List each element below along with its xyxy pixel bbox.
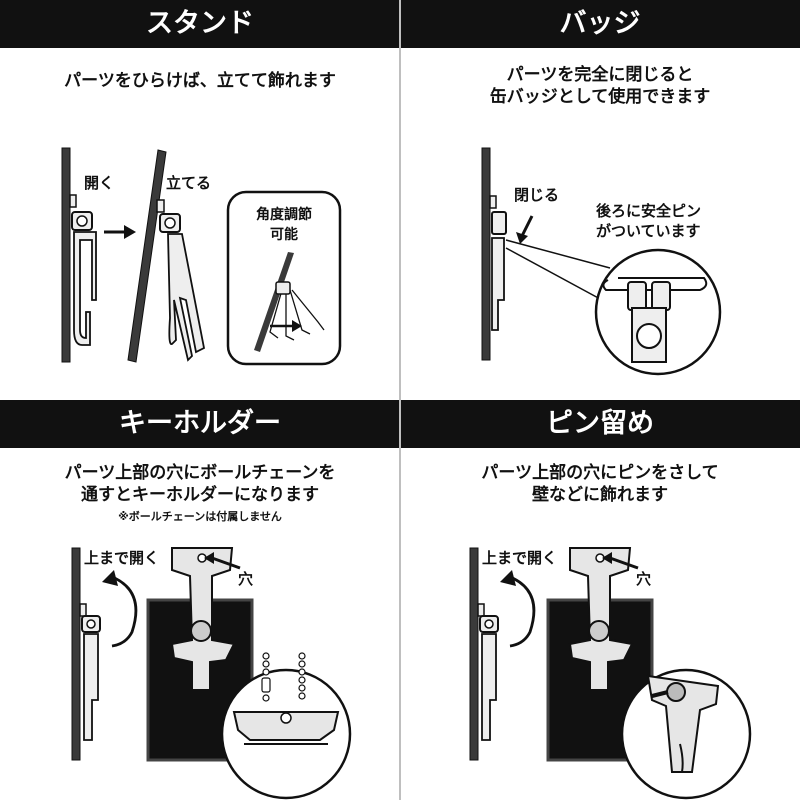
keyholder-panel: キーホルダー パーツ上部の穴にボールチェーンを 通すとキーホルダーになります ※… <box>0 400 400 800</box>
stand-illustration <box>61 147 342 366</box>
pin-desc-2: 壁などに飾れます <box>532 485 668 505</box>
angle-label-2: 可能 <box>270 227 298 243</box>
pin-label-2: がついています <box>596 222 701 240</box>
open-top-figure <box>71 547 101 761</box>
badge-title: バッジ <box>400 0 800 48</box>
stand-label: 立てる <box>166 174 212 192</box>
stand-panel: スタンド パーツをひらけば、立てて飾れます <box>0 0 400 400</box>
keyholder-illustration <box>71 547 352 800</box>
open-top-label: 上まで開く <box>482 549 558 567</box>
keyholder-note: ※ボールチェーンは付属しません <box>118 510 282 523</box>
center-divider <box>399 0 401 800</box>
close-label: 閉じる <box>514 186 560 204</box>
open-top-label: 上まで開く <box>84 549 160 567</box>
pin-title: ピン留め <box>400 400 800 448</box>
keyholder-desc-2: 通すとキーホルダーになります <box>81 485 319 505</box>
closed-badge-figure <box>481 147 507 361</box>
pin-illustration <box>469 547 752 800</box>
badge-panel: バッジ パーツを完全に閉じると 缶バッジとして使用できます 閉じる 後ろに安全ピ… <box>400 0 800 400</box>
closed-stand-figure <box>61 147 97 363</box>
stand-title: スタンド <box>0 0 400 48</box>
safety-pin-detail <box>602 277 708 363</box>
open-label: 開く <box>84 174 115 192</box>
pin-desc-1: パーツ上部の穴にピンをさして <box>481 463 719 483</box>
keyholder-desc-1: パーツ上部の穴にボールチェーンを <box>64 463 336 483</box>
badge-desc-2: 缶バッジとして使用できます <box>489 87 711 107</box>
hole-label: 穴 <box>238 570 254 588</box>
angle-label-1: 角度調節 <box>256 207 312 223</box>
push-pin-detail <box>646 674 720 773</box>
hole-label: 穴 <box>636 570 652 588</box>
pin-panel: ピン留め パーツ上部の穴にピンをさして 壁などに飾れます 上まで開く 穴 <box>400 400 800 800</box>
ball-chain-detail <box>261 652 306 702</box>
open-top-figure <box>469 547 499 761</box>
badge-illustration <box>481 147 722 376</box>
badge-desc-1: パーツを完全に閉じると <box>506 65 694 85</box>
stand-description: パーツをひらけば、立てて飾れます <box>64 71 336 91</box>
pin-label-1: 後ろに安全ピン <box>596 202 702 220</box>
keyholder-title: キーホルダー <box>0 400 400 448</box>
standing-figure <box>127 149 206 363</box>
